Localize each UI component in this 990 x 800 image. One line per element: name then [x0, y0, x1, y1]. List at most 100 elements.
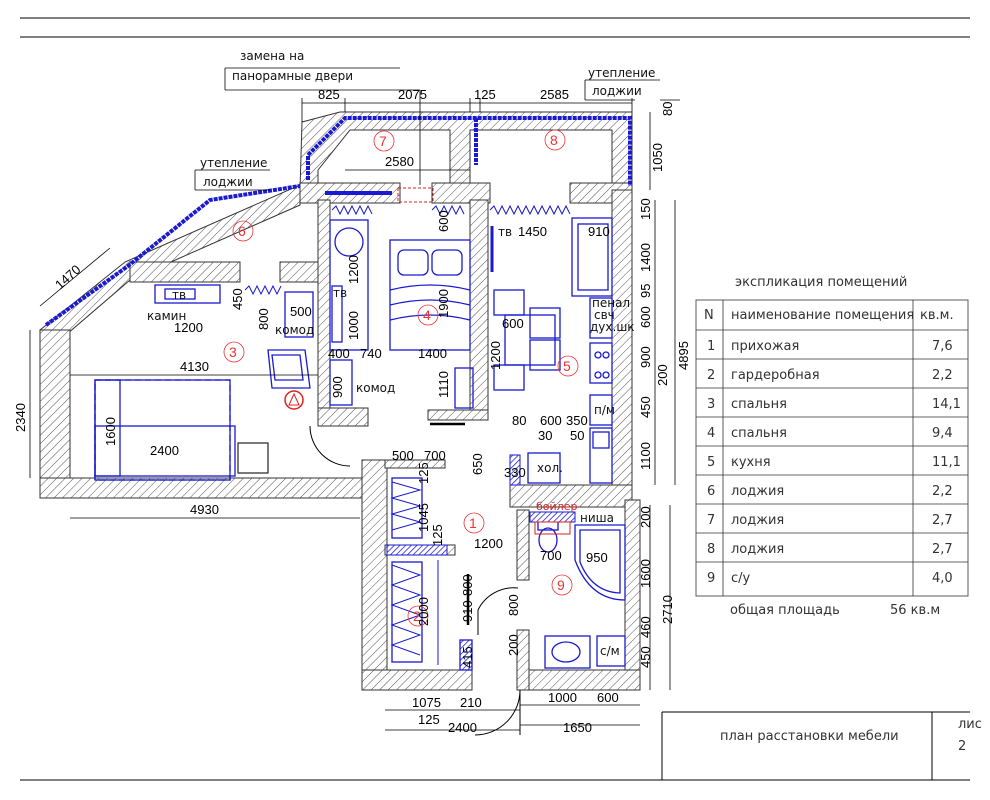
- dim-bath-1600: 1600: [638, 559, 653, 588]
- walls: [39, 111, 641, 691]
- room-number-6: 6: [238, 223, 246, 239]
- dim-500: 500: [290, 304, 312, 319]
- dim-600-room4: 600: [436, 210, 451, 232]
- doors: [309, 422, 521, 736]
- dim-80: 80: [512, 413, 526, 428]
- room-number-1: 1: [469, 515, 477, 531]
- dim-1200-hall: 1200: [474, 536, 503, 551]
- dim-bottom-1650: 1650: [563, 720, 592, 735]
- row-number: 1: [707, 339, 715, 354]
- dim-650: 650: [470, 453, 485, 475]
- table-header-n: N: [704, 308, 714, 323]
- dim-415: 415: [460, 646, 475, 668]
- row-room-name: с/у: [731, 571, 751, 586]
- row-room-name: лоджия: [731, 542, 784, 557]
- note-insulation-left-1: утепление: [200, 156, 267, 170]
- note-niche: ниша: [580, 511, 614, 525]
- note-door-replace-1: замена на: [240, 49, 304, 63]
- dim-bath-460: 460: [638, 616, 653, 638]
- note-insulation-left-2: лоджии: [203, 175, 253, 189]
- label-oven: дух.шк: [590, 320, 635, 334]
- boiler-box: [534, 521, 571, 535]
- dim-right-150: 150: [638, 198, 653, 220]
- dim-right-1400: 1400: [638, 243, 653, 272]
- row-area: 11,1: [932, 455, 961, 470]
- fire-sensor-icon: [284, 390, 304, 410]
- dim-bath-200: 200: [638, 506, 653, 528]
- insulation-lines: [44, 116, 632, 327]
- dim-600-table: 600: [502, 316, 524, 331]
- room-number-2: 2: [413, 608, 421, 624]
- dim-740: 740: [360, 346, 382, 361]
- wall-blue-blocks: [386, 454, 521, 556]
- wardrobe-hangers: [390, 481, 439, 665]
- dim-1045: 1045: [416, 503, 431, 532]
- sheet-label: лис: [958, 717, 982, 732]
- label-dresser-room3: комод: [275, 323, 314, 337]
- label-pencil-case: пенал: [592, 296, 630, 310]
- dim-right-1100: 1100: [638, 442, 653, 470]
- dim-330: 330: [504, 465, 526, 480]
- explication-row-lines: [696, 329, 968, 563]
- dim-950: 950: [586, 550, 608, 565]
- row-area: 2,2: [932, 368, 953, 383]
- total-area-label: общая площадь: [730, 603, 840, 618]
- sheet-number: 2: [958, 739, 966, 754]
- row-room-name: спальня: [731, 426, 787, 441]
- dim-top-1050: 1050: [650, 143, 665, 172]
- dim-right-95: 95: [638, 284, 653, 298]
- dim-4130: 4130: [180, 359, 209, 374]
- row-area: 4,0: [932, 571, 953, 586]
- dimension-lines: [29, 67, 680, 731]
- note-insulation-top-1: утепление: [588, 66, 655, 80]
- dim-1110: 1110: [436, 371, 451, 398]
- dim-125-a: 125: [416, 462, 431, 484]
- dim-2000: 2000: [416, 597, 431, 626]
- dim-1470: 1470: [52, 262, 84, 292]
- explication-table-grid: [695, 299, 969, 597]
- label-tv-room4: тв: [333, 286, 347, 300]
- dim-700-hall: 700: [424, 448, 446, 463]
- row-area: 2,7: [932, 542, 953, 557]
- dim-910-hall: 910: [460, 600, 475, 622]
- row-number: 8: [707, 542, 715, 557]
- dim-50: 50: [570, 428, 584, 443]
- row-room-name: лоджия: [731, 513, 784, 528]
- dim-700-wc: 700: [540, 548, 562, 563]
- note-boiler: бойлер: [536, 500, 577, 513]
- dim-bottom-210: 210: [460, 695, 482, 710]
- dim-400: 400: [328, 346, 350, 361]
- label-fireplace: камин: [147, 309, 186, 323]
- dim-4895: 4895: [676, 341, 691, 370]
- dim-bath-450: 450: [638, 646, 653, 668]
- dim-1600: 1600: [103, 417, 118, 446]
- dim-top-125: 125: [474, 87, 496, 102]
- dim-bottom-2400: 2400: [448, 720, 477, 735]
- row-room-name: кухня: [731, 455, 771, 470]
- dim-1900: 1900: [436, 289, 451, 318]
- row-number: 3: [707, 397, 715, 412]
- boiler-niche: [529, 511, 576, 523]
- room-number-3: 3: [229, 344, 237, 360]
- label-fridge: хол.: [537, 461, 563, 475]
- row-room-name: прихожая: [731, 339, 799, 354]
- explication-title: экспликация помещений: [735, 275, 907, 290]
- row-room-name: гардеробная: [731, 368, 820, 383]
- row-area: 2,7: [932, 513, 953, 528]
- row-number: 5: [707, 455, 715, 470]
- dim-1200-table: 1200: [488, 341, 503, 370]
- dim-30: 30: [538, 428, 552, 443]
- dim-bottom-600: 600: [597, 690, 619, 705]
- room-number-8: 8: [550, 132, 558, 148]
- row-number: 6: [707, 484, 715, 499]
- dim-900-dresser: 900: [330, 376, 345, 398]
- dim-1200-wardrobe: 1200: [346, 255, 361, 284]
- sheet-title: план расстановки мебели: [720, 729, 899, 744]
- dim-right-450: 450: [638, 396, 653, 418]
- dim-bottom-125: 125: [418, 712, 440, 727]
- dim-800-hall: 800: [460, 574, 475, 596]
- dim-910-sofa: 910: [588, 224, 610, 239]
- dim-bottom-1075: 1075: [412, 695, 441, 710]
